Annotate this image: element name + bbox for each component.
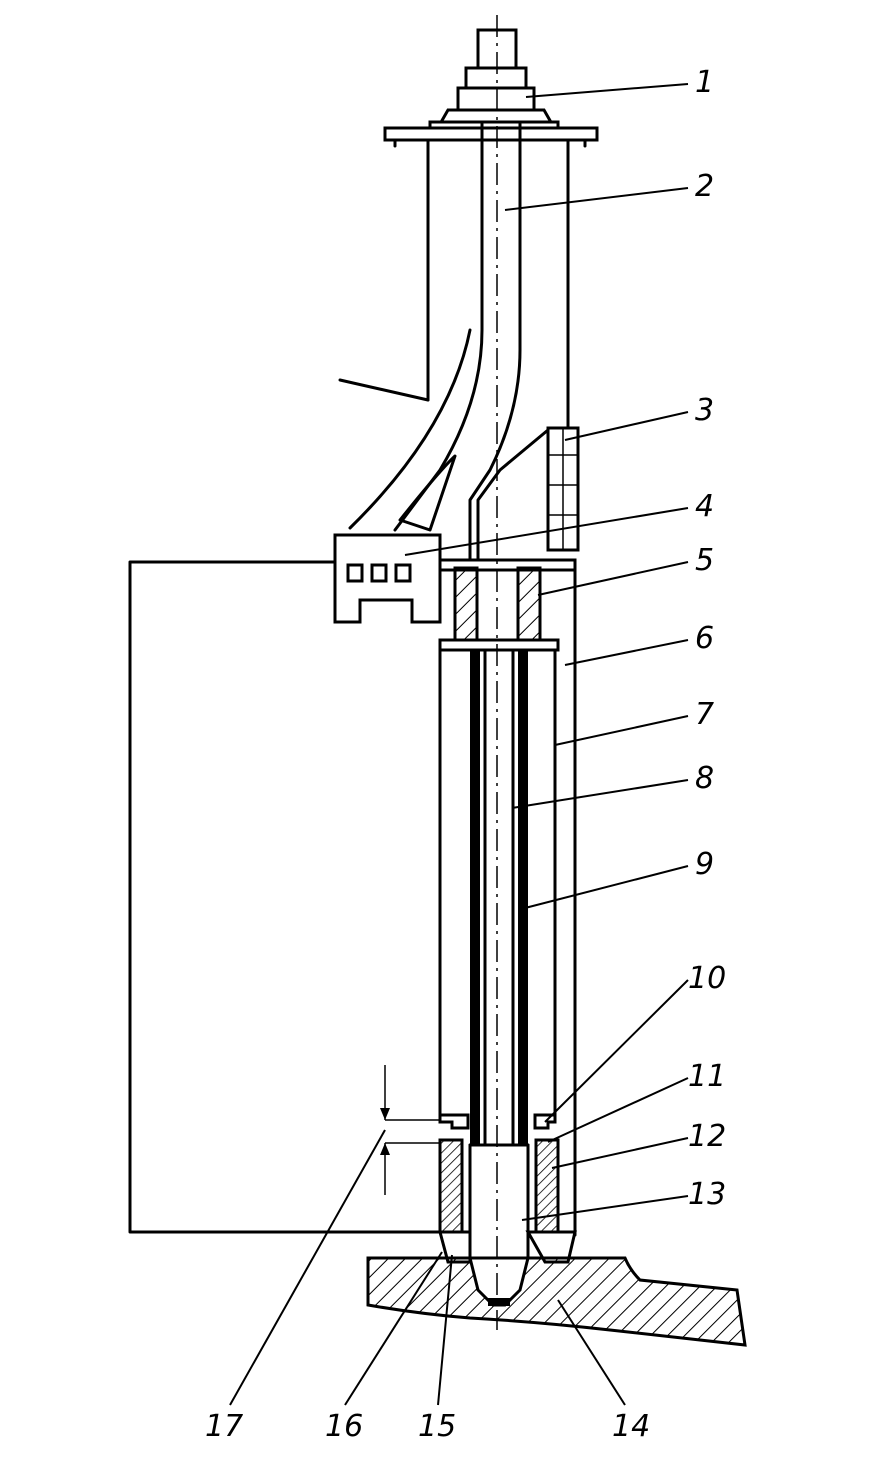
bracket-3 xyxy=(546,426,580,552)
callout-14: 14 xyxy=(612,1409,650,1444)
callout-15: 15 xyxy=(418,1409,456,1444)
callout-1: 1 xyxy=(695,65,714,100)
shaft-body xyxy=(348,122,550,562)
callout-13: 13 xyxy=(688,1177,726,1212)
callout-labels: 1 2 3 4 5 6 7 8 9 10 11 12 13 14 15 16 1… xyxy=(205,65,726,1444)
callout-9: 9 xyxy=(695,847,714,882)
callout-4: 4 xyxy=(695,489,714,524)
upper-bushing-5 xyxy=(438,558,577,652)
callout-2: 2 xyxy=(695,169,714,204)
inner-shaft xyxy=(470,648,528,1147)
bracket-4 xyxy=(333,533,442,624)
callout-5: 5 xyxy=(695,543,714,578)
callout-10: 10 xyxy=(688,961,726,996)
upper-column-housing xyxy=(338,138,587,432)
callout-11: 11 xyxy=(688,1059,726,1094)
callout-3: 3 xyxy=(695,393,714,428)
callout-17: 17 xyxy=(205,1409,243,1444)
outer-tube xyxy=(438,558,577,1237)
callout-7: 7 xyxy=(695,697,714,732)
left-frame xyxy=(128,560,442,1234)
callout-12: 12 xyxy=(688,1119,726,1154)
base-block xyxy=(366,1230,747,1347)
leader-lines xyxy=(229,83,689,1406)
callout-16: 16 xyxy=(325,1409,363,1444)
top-nut-assembly xyxy=(383,28,599,142)
callout-6: 6 xyxy=(695,621,714,656)
gap-dimension xyxy=(380,1065,440,1195)
callout-8: 8 xyxy=(695,761,714,796)
